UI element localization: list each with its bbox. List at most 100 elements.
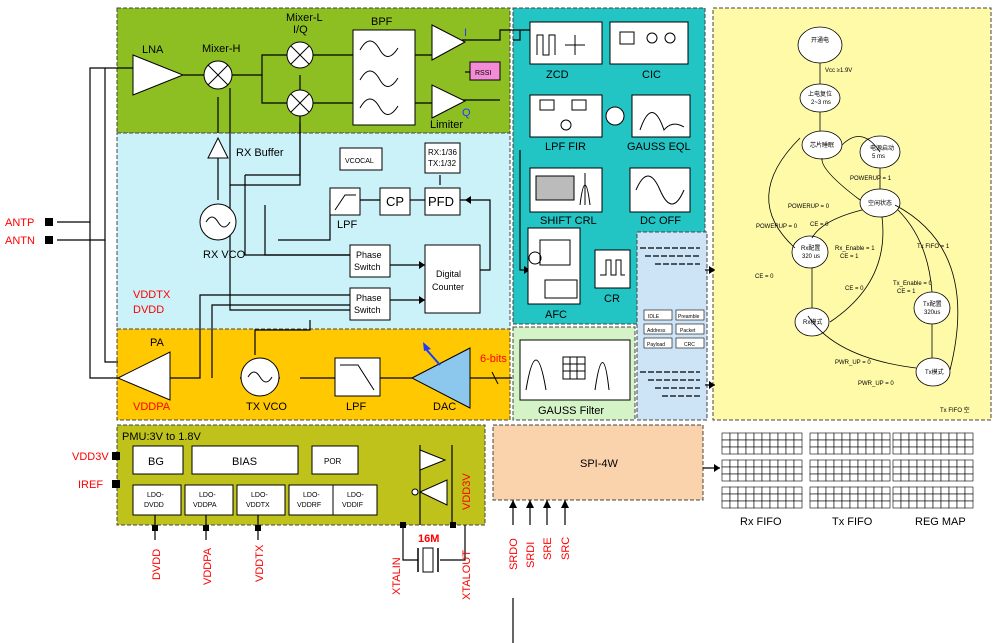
fifo-cell <box>793 432 803 441</box>
rx-fifo-label: Rx FIFO <box>740 516 782 528</box>
iref-pin <box>112 480 120 488</box>
arrowheads <box>419 196 720 472</box>
fifo-cell <box>793 473 803 482</box>
fifo-cell <box>777 432 787 441</box>
fsm-state-poweroff <box>797 26 843 64</box>
spi-block <box>492 424 704 501</box>
fifo-cell <box>753 459 763 468</box>
fifo-cell <box>857 500 867 509</box>
zcd-block <box>529 21 603 65</box>
fifo-cell <box>761 446 771 455</box>
fifo-cell <box>881 466 891 475</box>
fifo-cell <box>900 439 910 448</box>
fifo-cell <box>908 500 918 509</box>
fifo-cell <box>809 493 819 502</box>
phase-switch-2-label-b: Switch <box>354 305 381 315</box>
fifo-cell <box>916 500 926 509</box>
fsm-e10: Tx FIFO = 1 <box>917 244 950 250</box>
fifo-cell <box>892 446 902 455</box>
fifo-cell <box>809 439 819 448</box>
fifo-cell <box>900 459 910 468</box>
phase-switch-1-label-b: Switch <box>354 262 381 272</box>
bpf-label: BPF <box>371 16 393 28</box>
fifo-cell <box>873 459 883 468</box>
fifo-cell <box>881 432 891 441</box>
fifo-cell <box>809 466 819 475</box>
iref-pin-label: IREF <box>78 479 103 491</box>
fifo-cell <box>940 493 950 502</box>
fifo-cell <box>769 446 779 455</box>
fsm-state-rxcfg <box>791 235 829 269</box>
fsm-n7b: 320us <box>924 310 940 316</box>
bias-label: BIAS <box>232 456 257 468</box>
fsm-e11: Tx_Enable = 0 <box>893 281 933 287</box>
fifo-cell <box>761 500 771 509</box>
pmu-vdd3v-label: VDD3V <box>461 473 473 510</box>
pa-symbol <box>116 351 171 401</box>
ldo3-b: VDDTX <box>246 502 270 509</box>
phase-switch-1-block <box>349 244 391 278</box>
fifo-cell <box>777 439 787 448</box>
zcd-label: ZCD <box>546 69 569 81</box>
fifo-cell <box>916 486 926 495</box>
fifo-cell <box>825 432 835 441</box>
mixer-h-label: Mixer-H <box>202 43 241 55</box>
fifo-cell <box>721 439 731 448</box>
fifo-cell <box>825 486 835 495</box>
fsm-e4: POWERUP = 0 <box>756 224 798 230</box>
fifo-cell <box>881 473 891 482</box>
gauss-eql-block <box>631 94 691 138</box>
vddtx-pin-label: VDDTX <box>254 544 266 582</box>
fifo-cell <box>769 432 779 441</box>
fifo-cell <box>753 446 763 455</box>
fifo-cell <box>900 446 910 455</box>
cp-label: CP <box>386 194 404 209</box>
fifo-cell <box>721 432 731 441</box>
digital-counter-label-b: Counter <box>432 282 464 292</box>
reg-label-4: Payload <box>647 342 665 348</box>
xtal-label: 16M <box>418 533 439 545</box>
fifo-cell <box>745 459 755 468</box>
src-label: SRC <box>560 537 572 560</box>
fsm-n2: 上电复位 <box>808 90 832 98</box>
fsm-n5: Rx配置 <box>801 245 820 252</box>
fifo-cell <box>964 459 974 468</box>
fifo-cell <box>940 432 950 441</box>
reg-label-0: IDLE <box>648 314 660 320</box>
bpf-block <box>352 29 416 126</box>
fifo-cell <box>932 432 942 441</box>
fifo-cell <box>793 500 803 509</box>
fifo-cell <box>892 466 902 475</box>
fifo-cell <box>745 466 755 475</box>
reg-label-5: CRC <box>684 342 695 348</box>
fifo-cell <box>817 500 827 509</box>
fifo-cell <box>833 446 843 455</box>
fifo-cell <box>956 500 966 509</box>
tx-lpf-label: LPF <box>346 401 366 413</box>
fifo-cell <box>785 466 795 475</box>
fifo-cell <box>849 486 859 495</box>
fifo-cell <box>908 486 918 495</box>
fifo-cell <box>940 439 950 448</box>
fifo-cell <box>865 446 875 455</box>
divider-tx-label: TX:1/32 <box>428 159 457 168</box>
cic-label: CIC <box>642 69 661 81</box>
ldo-blocks <box>132 484 378 516</box>
xtalin-label: XTALIN <box>391 557 403 595</box>
ldo4-b: VDDRF <box>297 502 321 509</box>
fifo-cell <box>940 466 950 475</box>
fifo-cell <box>948 500 958 509</box>
fsm-n3: 芯片睡眠 <box>810 141 834 149</box>
fifo-cell <box>908 466 918 475</box>
i-label: I <box>464 27 467 39</box>
fifo-cell <box>833 459 843 468</box>
gauss-filter-graphic <box>519 339 631 401</box>
fifo-cell <box>932 439 942 448</box>
fifo-cell <box>729 500 739 509</box>
fifo-cell <box>857 446 867 455</box>
fifo-cell <box>721 486 731 495</box>
fifo-cell <box>793 493 803 502</box>
fifo-cell <box>753 493 763 502</box>
fifo-cell <box>737 473 747 482</box>
fsm-n6: Rx模式 <box>803 318 822 326</box>
